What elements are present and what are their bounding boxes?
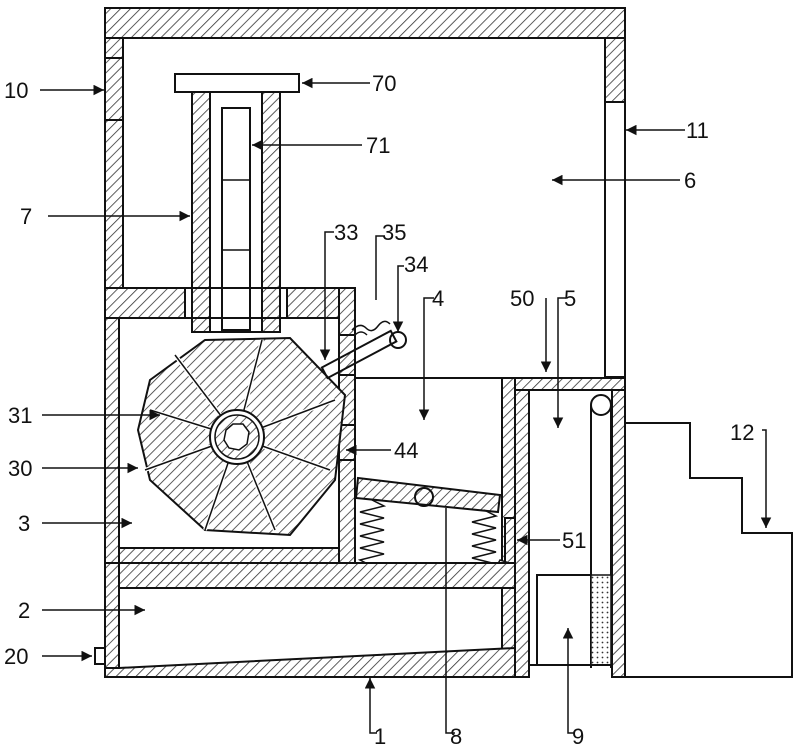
rotor-30 <box>138 338 345 535</box>
lower-tank <box>95 563 515 677</box>
rail-71 <box>222 108 250 330</box>
label-31: 31 <box>8 403 32 428</box>
label-8: 8 <box>450 724 462 749</box>
staircase-12 <box>625 423 792 677</box>
label-30: 30 <box>8 456 32 481</box>
label-10: 10 <box>4 78 28 103</box>
label-5: 5 <box>564 286 576 311</box>
label-51: 51 <box>562 528 586 553</box>
screening-chamber <box>355 378 527 586</box>
label-33: 33 <box>334 220 358 245</box>
label-3: 3 <box>18 511 30 536</box>
collector-9 <box>537 575 591 665</box>
label-50: 50 <box>510 286 534 311</box>
upper-housing-walls <box>105 8 625 377</box>
label-20: 20 <box>4 644 28 669</box>
top-plate-70 <box>175 74 299 92</box>
label-11: 11 <box>686 118 709 143</box>
label-2: 2 <box>18 598 30 623</box>
lever-assembly <box>322 321 406 378</box>
label-6: 6 <box>684 168 696 193</box>
label-9: 9 <box>572 724 584 749</box>
drain-valve-20 <box>95 648 105 664</box>
label-7: 7 <box>20 204 32 229</box>
label-12: 12 <box>730 420 754 445</box>
label-71: 71 <box>366 133 390 158</box>
label-44: 44 <box>394 438 418 463</box>
label-35: 35 <box>382 220 406 245</box>
label-1: 1 <box>374 724 386 749</box>
label-34: 34 <box>404 252 428 277</box>
label-4: 4 <box>432 286 444 311</box>
label-70: 70 <box>372 71 396 96</box>
lift-column <box>175 74 299 332</box>
